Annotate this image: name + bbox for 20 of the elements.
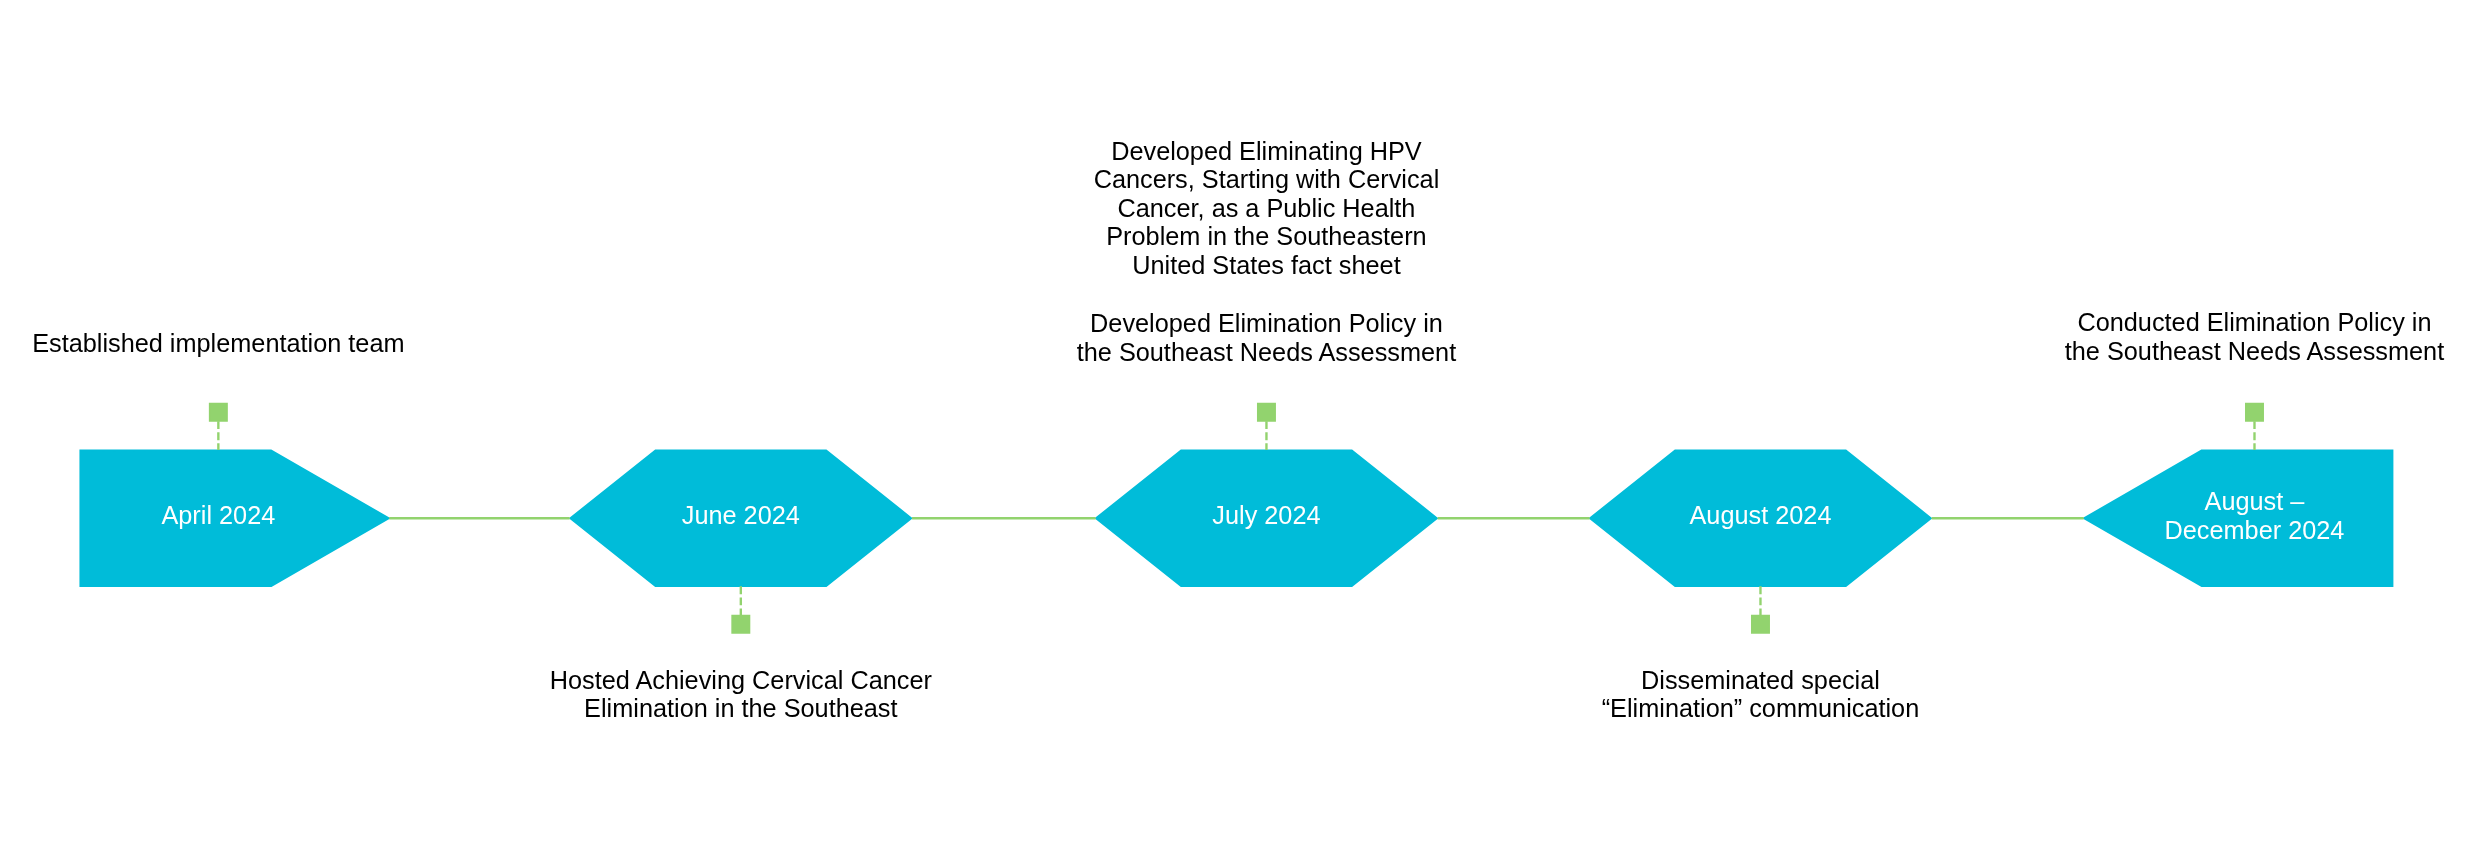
node-label: Conducted Elimination Policy in the Southeast Needs Assessment xyxy=(2064,307,2445,365)
connector xyxy=(739,585,742,615)
node-box xyxy=(1256,402,1276,422)
connector xyxy=(1759,585,1762,615)
node-box xyxy=(731,614,751,634)
node-box xyxy=(1751,614,1770,634)
node-box xyxy=(208,402,228,422)
connector xyxy=(1437,516,1590,519)
node-label: Hosted Achieving Cervical Cancer Elimination in the Southeast xyxy=(549,665,932,722)
node-label: Developed Elimination Policy in the Southeast Needs Assessment xyxy=(1076,308,1457,366)
connector xyxy=(217,420,220,450)
connector xyxy=(389,516,570,519)
node-label: Established implementation team xyxy=(32,328,405,357)
connector xyxy=(2253,420,2256,450)
connector xyxy=(1931,516,2084,519)
node-box xyxy=(2245,402,2264,422)
connector xyxy=(912,516,1096,519)
node-label: Disseminated special “Elimination” communication xyxy=(1601,665,1920,722)
node-label: Developed Eliminating HPV Cancers, Starting with Cervical Cancer, as a Public Health Problem in the Southeastern United States fact sheet xyxy=(1093,136,1440,279)
connector xyxy=(1265,420,1268,450)
